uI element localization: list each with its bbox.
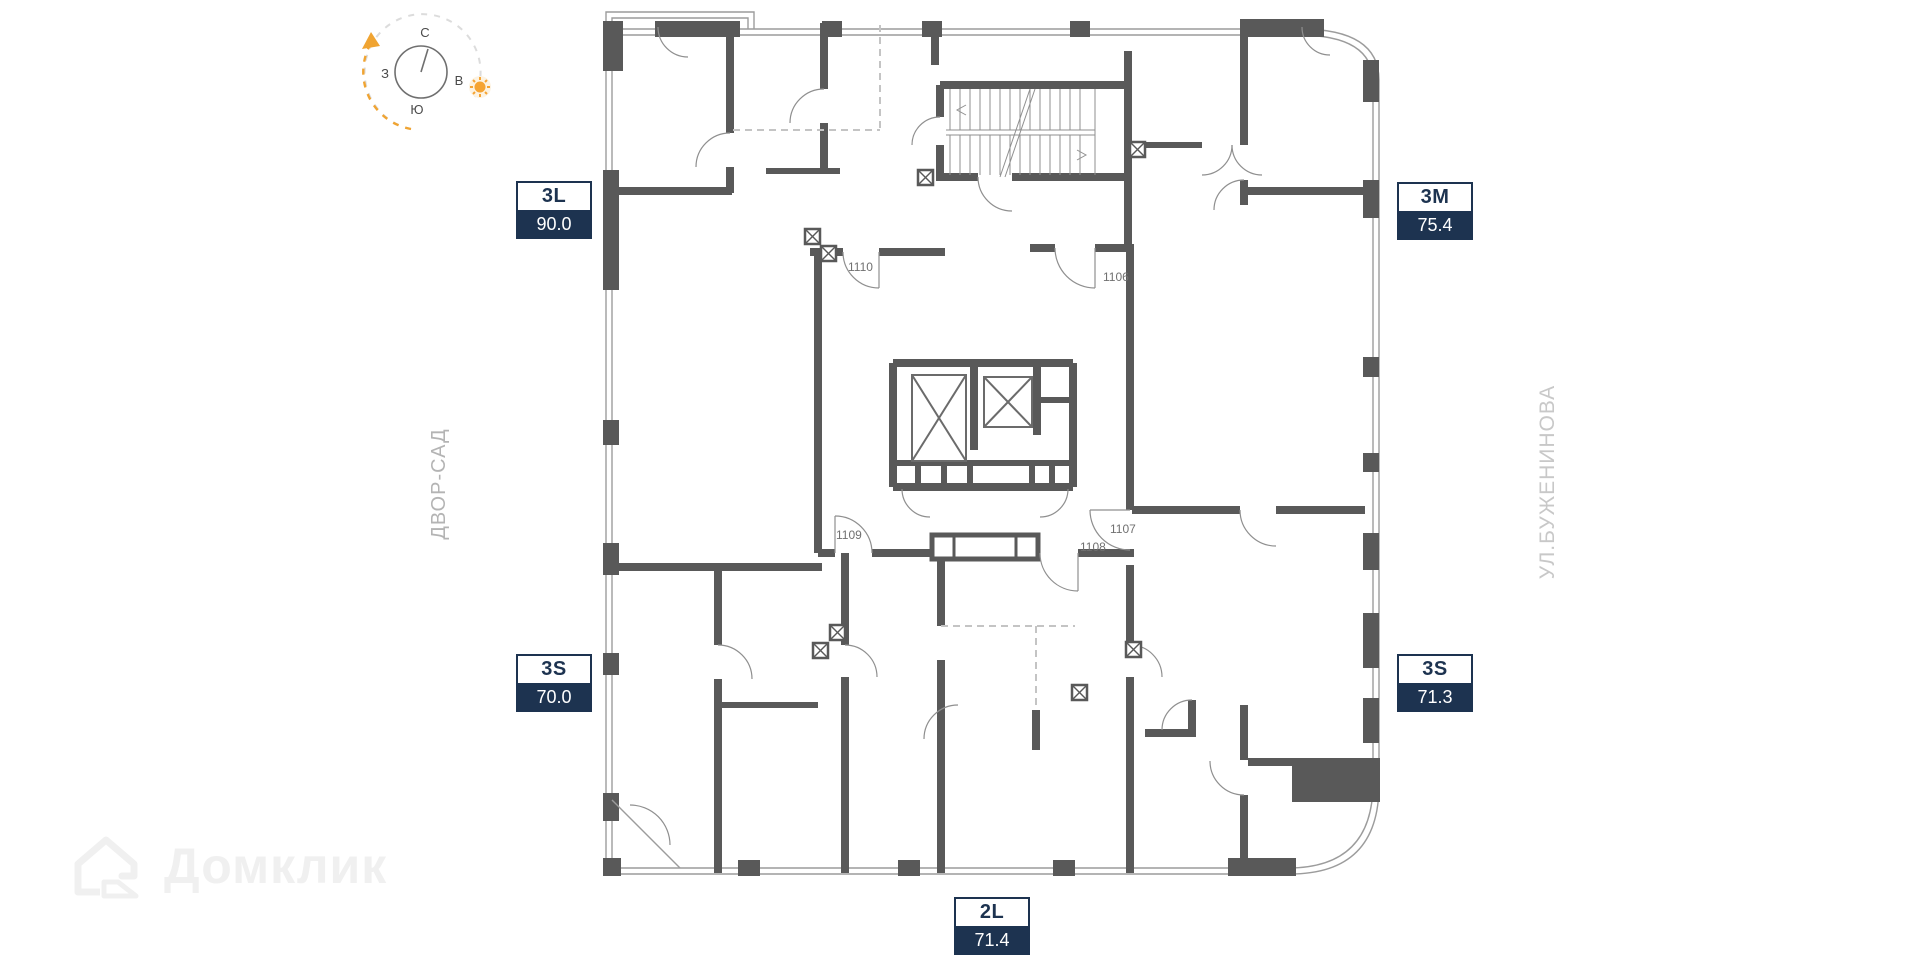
vent-icon [916, 168, 935, 187]
vent-icon [811, 641, 830, 660]
elevator-shaft-icon [911, 374, 967, 462]
vent-icon [828, 623, 847, 642]
interior-walls [608, 21, 1365, 873]
brand-watermark: Домклик [70, 832, 387, 900]
apartment-type: 3S [541, 658, 567, 680]
apartment-area: 71.4 [956, 926, 1028, 953]
apartment-area: 70.0 [518, 683, 590, 710]
door-arcs [629, 26, 1331, 846]
compass-south-label: Ю [410, 102, 423, 117]
unit-number: 1110 [848, 260, 873, 274]
apartment-type: 3L [541, 185, 567, 207]
brand-watermark-text: Домклик [164, 838, 388, 894]
apartment-tag-3s-left[interactable]: 3S 70.0 [516, 654, 592, 712]
apartment-tag-3s-right[interactable]: 3S 71.3 [1397, 654, 1473, 712]
sun-path-arc [362, 42, 412, 131]
apartment-type: 3S [1422, 658, 1448, 680]
compass-icon: С Ю З В [362, 13, 491, 131]
elevator-core [889, 359, 1077, 491]
sun-icon [469, 76, 491, 98]
vent-icon [1124, 640, 1143, 659]
unit-number: 1107 [1110, 522, 1136, 536]
unit-number: 1108 [1080, 540, 1106, 554]
street-label-right: УЛ.БУЖЕНИНОВА [1536, 384, 1559, 580]
apartment-tag-3m[interactable]: 3M 75.4 [1397, 182, 1473, 240]
stairwell [946, 88, 1096, 178]
apartment-type: 3M [1420, 186, 1450, 208]
dashed-boundaries [733, 25, 1075, 705]
unit-number: 1106 [1103, 270, 1129, 284]
stairs-down-arrow-icon [1076, 149, 1088, 161]
compass-west-label: З [381, 66, 389, 81]
compass-north-label: С [420, 25, 429, 40]
apartment-area: 75.4 [1399, 211, 1471, 238]
elevator-shaft-icon [983, 376, 1033, 428]
vent-icon [1128, 140, 1147, 159]
apartment-tag-3l[interactable]: 3L 90.0 [516, 181, 592, 239]
vent-shafts [803, 140, 1147, 702]
vent-icon [1070, 683, 1089, 702]
apartment-area: 90.0 [518, 210, 590, 237]
house-icon [74, 836, 139, 899]
compass-east-label: В [455, 73, 464, 88]
vent-icon [819, 244, 838, 263]
unit-numbers: 1110 1106 1109 1107 1108 [836, 260, 1136, 554]
exterior-piers [603, 19, 1380, 876]
unit-number: 1109 [836, 528, 862, 542]
vent-icon [803, 227, 822, 246]
stairs-up-arrow-icon [955, 104, 967, 116]
compass-needle [420, 48, 429, 73]
corridor-bench [929, 532, 1041, 562]
street-label-left: ДВОР-САД [428, 428, 450, 540]
floor-plan: 1110 1106 1109 1107 1108 [603, 11, 1380, 876]
apartment-area: 71.3 [1399, 683, 1471, 710]
sun-path-arrow-icon [362, 32, 380, 49]
apartment-type: 2L [979, 901, 1005, 923]
apartment-tag-2l[interactable]: 2L 71.4 [954, 897, 1030, 955]
